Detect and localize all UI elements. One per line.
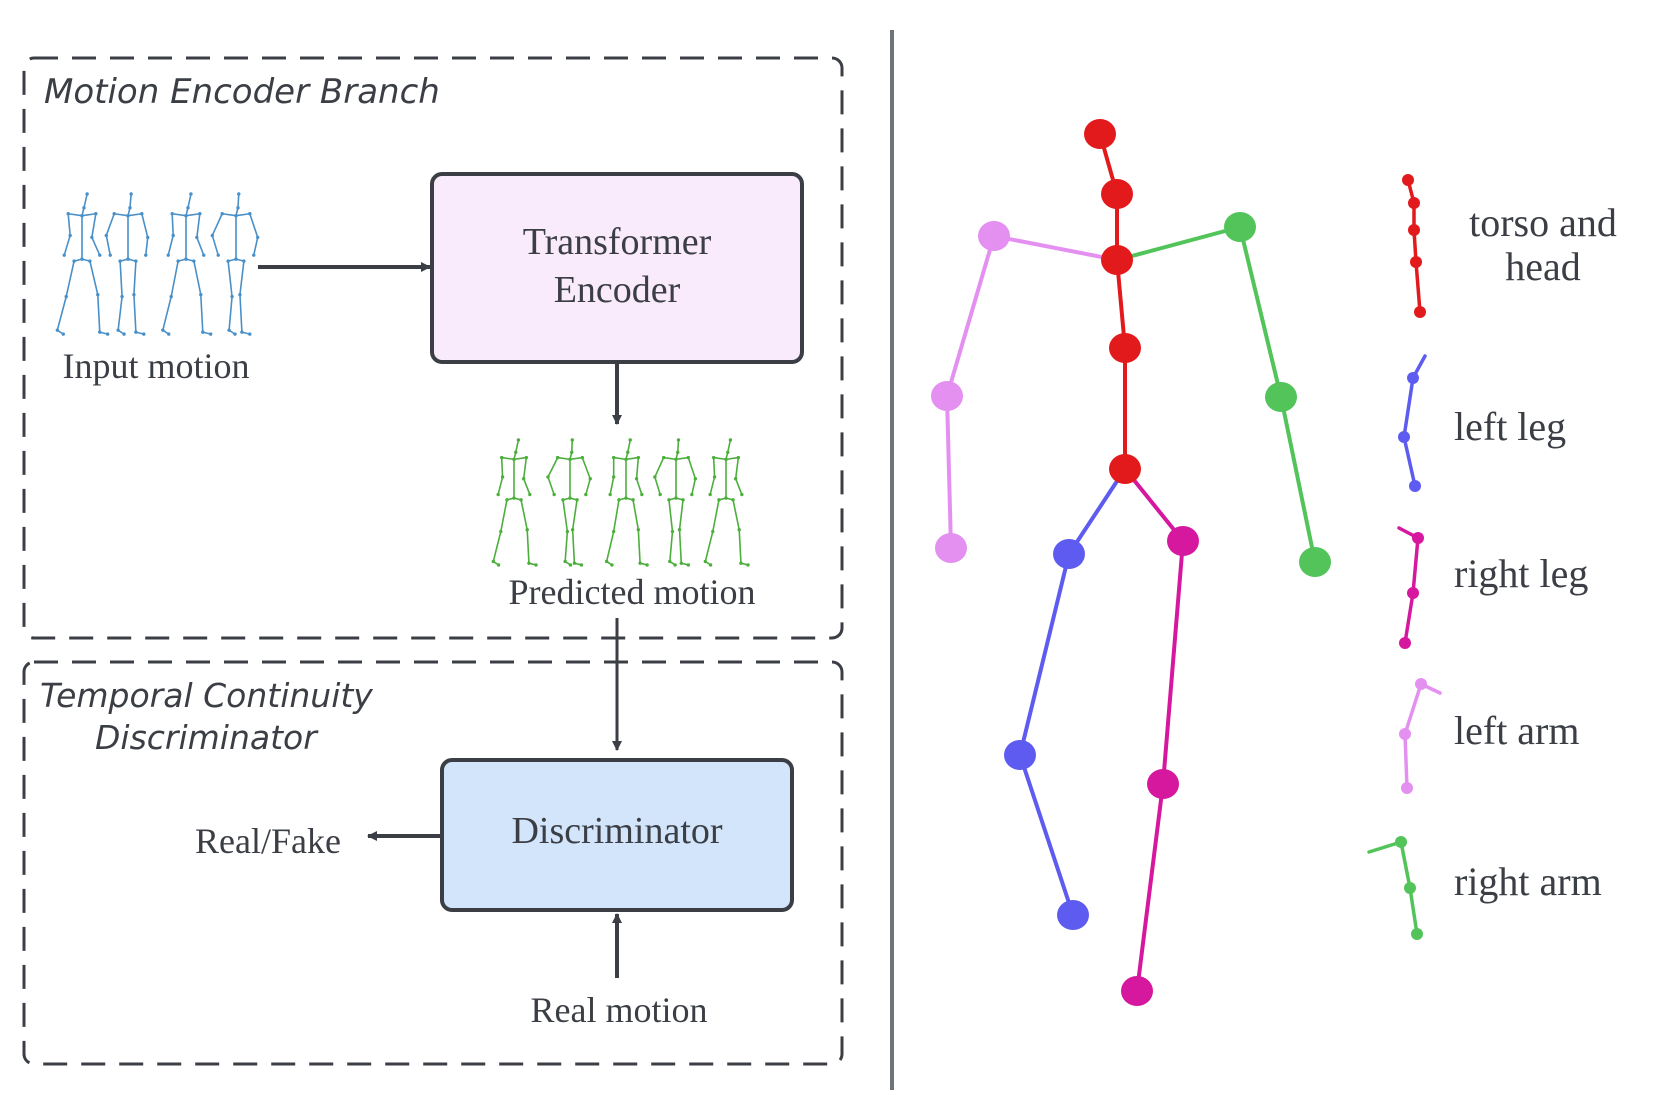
input-stick-figure (104, 192, 150, 336)
legend-label-line2: head (1505, 244, 1581, 289)
input-motion-label: Input motion (63, 346, 250, 386)
joint-head (1084, 119, 1116, 149)
legend-label: right arm (1454, 859, 1602, 904)
transformer-encoder-line1: Transformer (523, 221, 712, 263)
joint-spine (1109, 333, 1141, 363)
motion-encoder-branch-title: Motion Encoder Branch (44, 72, 440, 112)
joint-rel (1265, 382, 1297, 412)
input-stick-figure (161, 192, 213, 336)
legend-swatch-icon (1397, 526, 1420, 645)
legend-label-line1: torso and (1469, 200, 1617, 245)
joint-lan (1057, 900, 1089, 930)
right-arm-limb (1115, 225, 1317, 564)
legend-swatch-icon (1367, 840, 1419, 936)
joint-lhip (1053, 539, 1085, 569)
predicted-motion-label: Predicted motion (509, 572, 756, 612)
joint-rsh (1224, 212, 1256, 242)
legend-item-right-leg: right leg (1397, 526, 1588, 649)
joint-chest (1101, 245, 1133, 275)
joint-lel (931, 381, 963, 411)
discriminator-block: Discriminator (440, 758, 794, 912)
joint-rkn (1147, 769, 1179, 799)
legend-label: left leg (1454, 404, 1566, 449)
joint-lsh (978, 221, 1010, 251)
transformer-encoder-block: Transformer Encoder (430, 172, 804, 364)
temporal-discriminator-group (22, 660, 844, 1066)
legend-swatch-icon (1403, 682, 1442, 790)
real-fake-label: Real/Fake (195, 821, 341, 861)
temporal-discriminator-title-line2: Discriminator (95, 718, 319, 757)
predicted-stick-figure (604, 438, 649, 567)
left-leg-limb (1018, 467, 1127, 917)
real-motion-label: Real motion (531, 990, 708, 1030)
legend-label: right leg (1454, 551, 1588, 596)
predicted-stick-figure (703, 438, 750, 567)
input-stick-figure (210, 192, 260, 336)
joint-lwr (935, 533, 967, 563)
joint-rhip (1167, 526, 1199, 556)
transformer-encoder-line2: Encoder (554, 269, 681, 311)
legend-item-left-arm: left arm (1399, 678, 1580, 794)
discriminator-label: Discriminator (511, 810, 722, 852)
input-motion-figures (55, 192, 260, 336)
predicted-stick-figure (491, 438, 538, 567)
joint-pelvis (1109, 454, 1141, 484)
joint-rwr (1299, 547, 1331, 577)
predicted-stick-figure (653, 438, 698, 567)
legend-label: left arm (1454, 708, 1580, 753)
motion-encoder-branch-group (22, 56, 844, 640)
predicted-motion-figures (491, 438, 750, 567)
joint-ran (1121, 976, 1153, 1006)
joint-lkn (1004, 740, 1036, 770)
legend-swatch-icon (1402, 354, 1427, 488)
right-leg-limb (1123, 467, 1185, 993)
temporal-discriminator-title-line1: Temporal Continuity (40, 676, 373, 715)
input-stick-figure (55, 192, 110, 336)
left-arm-limb (945, 234, 1119, 550)
predicted-stick-figure (546, 438, 592, 567)
joint-neck (1101, 179, 1133, 209)
legend-item-right-arm: right arm (1367, 836, 1602, 940)
skeleton-figure (931, 119, 1331, 1006)
legend-item-left-leg: left leg (1398, 354, 1566, 492)
